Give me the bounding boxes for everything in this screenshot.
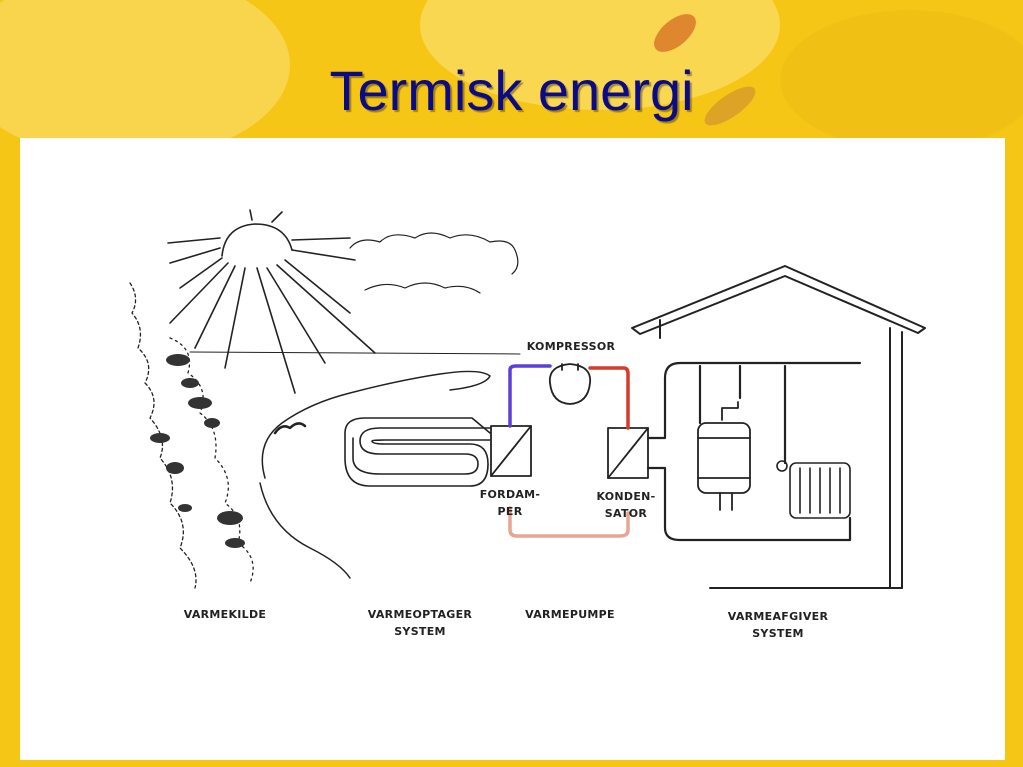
- label-heat-source: VARMEKILDE: [184, 608, 266, 621]
- heat-pump-diagram: KOMPRESSOR FORDAM- PER KONDEN- SATOR VAR…: [129, 209, 926, 640]
- evaporator: [490, 425, 532, 477]
- suction-line: [508, 364, 552, 428]
- label-evaporator-line1: FORDAM-: [480, 488, 541, 501]
- diagram-panel: KOMPRESSOR FORDAM- PER KONDEN- SATOR VAR…: [20, 138, 1005, 760]
- cloud: [349, 232, 519, 294]
- label-collector-line2: SYSTEM: [394, 625, 446, 638]
- label-condenser-line2: SATOR: [605, 507, 648, 520]
- slide-title: Termisk energi: [329, 59, 694, 122]
- sun: [167, 209, 376, 394]
- tree-shading: [150, 354, 245, 548]
- liquid-line: [508, 506, 630, 538]
- emitter-piping: [646, 361, 862, 542]
- compressor: [548, 363, 592, 405]
- horizon-line: [189, 351, 521, 355]
- label-collector-line1: VARMEOPTAGER: [368, 608, 473, 621]
- collector-coil: [344, 417, 491, 487]
- background-petal: [647, 6, 703, 60]
- label-evaporator-line2: PER: [498, 505, 523, 518]
- label-heat-pump: VARMEPUMPE: [525, 608, 615, 621]
- label-emitter-line1: VARMEAFGIVER: [728, 610, 829, 623]
- label-compressor: KOMPRESSOR: [527, 340, 616, 353]
- house: [631, 265, 926, 589]
- label-emitter-line2: SYSTEM: [752, 627, 804, 640]
- label-condenser-line1: KONDEN-: [596, 490, 655, 503]
- radiator: [776, 460, 851, 519]
- discharge-line: [588, 366, 630, 430]
- water-heater: [697, 401, 751, 511]
- ground: [259, 370, 491, 579]
- condenser: [607, 427, 649, 479]
